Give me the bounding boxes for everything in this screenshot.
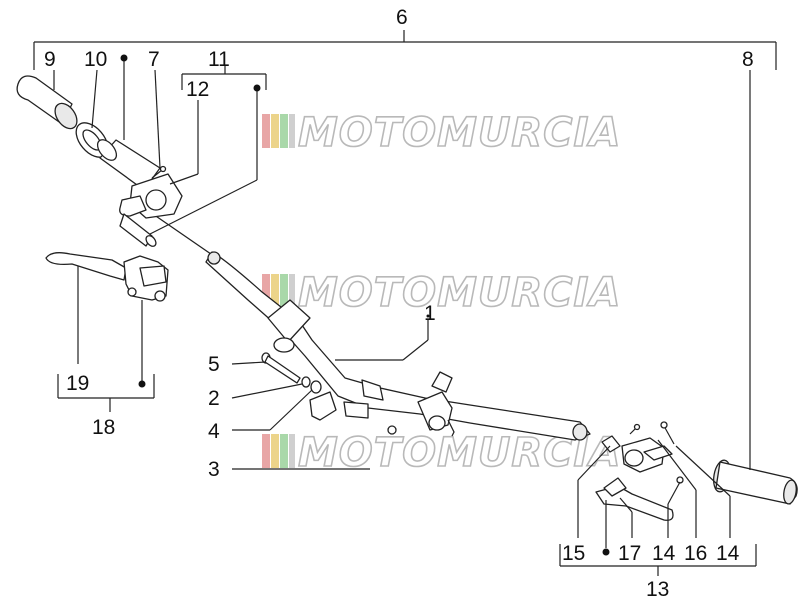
watermark-middle: MOTOMURCIA bbox=[262, 269, 621, 317]
watermark-text: MOTOMURCIA bbox=[298, 110, 621, 156]
label-3: 3 bbox=[208, 458, 220, 481]
watermark-stripe-4 bbox=[289, 114, 295, 148]
washer bbox=[301, 376, 311, 388]
label-15: 15 bbox=[562, 542, 585, 565]
handlebar-tube bbox=[149, 211, 591, 441]
watermark-stripe-1 bbox=[262, 434, 270, 468]
brake-master-cylinder bbox=[123, 255, 169, 302]
label-14-b: 14 bbox=[716, 542, 740, 565]
label-5: 5 bbox=[208, 353, 220, 376]
part-number-labels: 6 9 10 7 11 12 8 1 5 2 4 3 19 18 15 17 1… bbox=[44, 6, 754, 600]
watermark-stripe-1 bbox=[262, 114, 270, 148]
leader-dot bbox=[426, 314, 430, 318]
lever-bracket bbox=[621, 437, 673, 473]
watermark-top: MOTOMURCIA bbox=[262, 109, 621, 157]
left-grip bbox=[16, 75, 78, 130]
label-9: 9 bbox=[44, 48, 56, 71]
screw bbox=[261, 352, 301, 384]
label-2: 2 bbox=[208, 387, 220, 410]
clamp-bracket bbox=[310, 380, 322, 394]
front-brake-lever bbox=[45, 252, 127, 281]
watermark-text: MOTOMURCIA bbox=[298, 270, 621, 316]
label-19: 19 bbox=[66, 372, 89, 395]
label-11: 11 bbox=[208, 48, 230, 71]
watermark-stripe-4 bbox=[289, 434, 295, 468]
label-4: 4 bbox=[208, 420, 220, 443]
leader-dot bbox=[602, 548, 610, 556]
lever-pin-bolt bbox=[660, 421, 675, 445]
throttle-control bbox=[119, 165, 183, 247]
leader-dot bbox=[253, 84, 261, 92]
label-6: 6 bbox=[396, 6, 408, 29]
rear-brake-lever bbox=[595, 476, 684, 521]
watermark-stripe-4 bbox=[289, 274, 295, 308]
label-7: 7 bbox=[148, 48, 160, 71]
label-17: 17 bbox=[618, 542, 641, 565]
leader-dot bbox=[120, 54, 128, 62]
small-screw bbox=[629, 423, 641, 435]
label-12: 12 bbox=[186, 78, 209, 101]
watermark-stripe-2 bbox=[271, 434, 279, 468]
label-8: 8 bbox=[742, 48, 754, 71]
watermark-stripe-3 bbox=[280, 274, 288, 308]
label-14-a: 14 bbox=[652, 542, 676, 565]
right-grip bbox=[712, 459, 798, 505]
leader-dots bbox=[120, 54, 610, 556]
watermark-stripe-3 bbox=[280, 434, 288, 468]
label-13: 13 bbox=[646, 578, 669, 600]
watermark-stripe-2 bbox=[271, 114, 279, 148]
leader-lines bbox=[33, 30, 777, 576]
watermark-stripe-2 bbox=[271, 274, 279, 308]
label-1: 1 bbox=[424, 302, 436, 325]
watermark-stripe-1 bbox=[262, 274, 270, 308]
watermark-stripe-3 bbox=[280, 114, 288, 148]
leader-dot bbox=[138, 380, 146, 388]
label-18: 18 bbox=[92, 416, 115, 439]
label-16: 16 bbox=[684, 542, 707, 565]
label-10: 10 bbox=[84, 48, 107, 71]
